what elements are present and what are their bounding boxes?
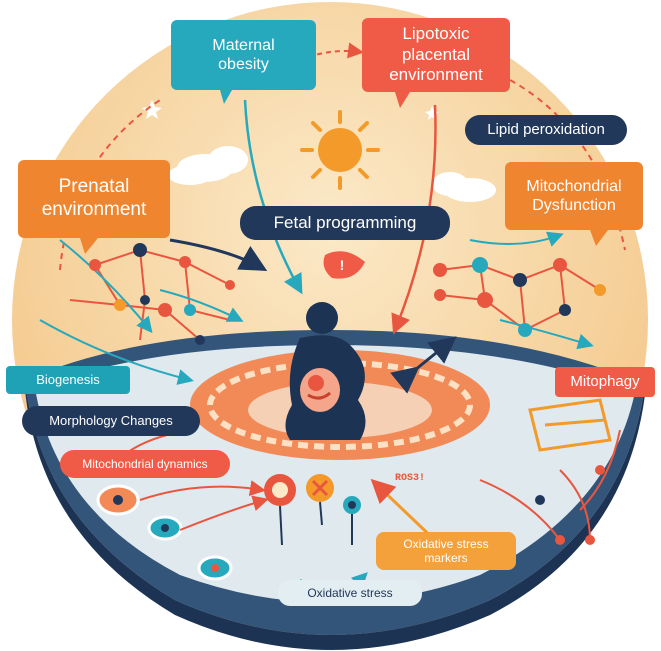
orbit-arrow [299, 42, 364, 61]
alert-icon: ! [323, 251, 365, 279]
orbit-arrow [509, 79, 626, 251]
prenatal-environment-label: Prenatal environment [18, 160, 170, 238]
mitochondrion-icon [96, 484, 140, 516]
oxidative-stress-markers-label: Oxidative stress markers [376, 532, 516, 570]
bubble-tail [220, 90, 232, 104]
bubble-tail [395, 92, 410, 108]
mitochondrion-icon [197, 555, 233, 581]
lipid-peroxidation-label: Lipid peroxidation [465, 115, 627, 145]
lipotoxic-placental-environment-label: Lipotoxic placental environment [362, 18, 510, 92]
sun-icon [300, 110, 380, 190]
biogenesis-label: Biogenesis [6, 366, 130, 394]
mitophagy-lattice [528, 398, 612, 452]
oxidative-stress-label: Oxidative stress [278, 580, 422, 606]
maternal-obesity-label: Maternal obesity [171, 20, 316, 90]
cloud-icon [168, 146, 248, 185]
lower-right-arrows [479, 429, 621, 541]
arrow-bidirectional [390, 336, 457, 394]
arrow-maternal-obesity [243, 99, 303, 295]
mitochondrion-icon [306, 474, 334, 502]
pregnant-figure-icon [285, 302, 366, 440]
mitochondrial-dynamics-label: Mitochondrial dynamics [60, 450, 230, 478]
mitophagy-label: Mitophagy [555, 367, 655, 397]
svg-text:!: ! [340, 257, 345, 273]
network-node [89, 243, 235, 345]
bubble-tail [80, 238, 98, 254]
mitochondrion-icon [264, 474, 296, 506]
cloud-icon [432, 172, 496, 202]
network-node [433, 257, 606, 337]
arrow-fetal-programming [169, 238, 268, 271]
mitochondrion-icon [343, 496, 361, 514]
morphology-changes-label: Morphology Changes [22, 406, 200, 436]
bubble-tail [590, 230, 608, 246]
mitochondrial-dysfunction-label: Mitochondrial Dysfunction [505, 162, 643, 230]
network-node [535, 465, 605, 545]
right-network-teal [469, 231, 594, 350]
mitochondrion-icon [147, 515, 183, 541]
ring-text: ROS3! [395, 473, 425, 484]
left-network-teal [39, 239, 244, 385]
lower-left-lines [279, 501, 353, 546]
fetal-programming-label: Fetal programming [240, 206, 450, 240]
star-icon [142, 100, 439, 120]
